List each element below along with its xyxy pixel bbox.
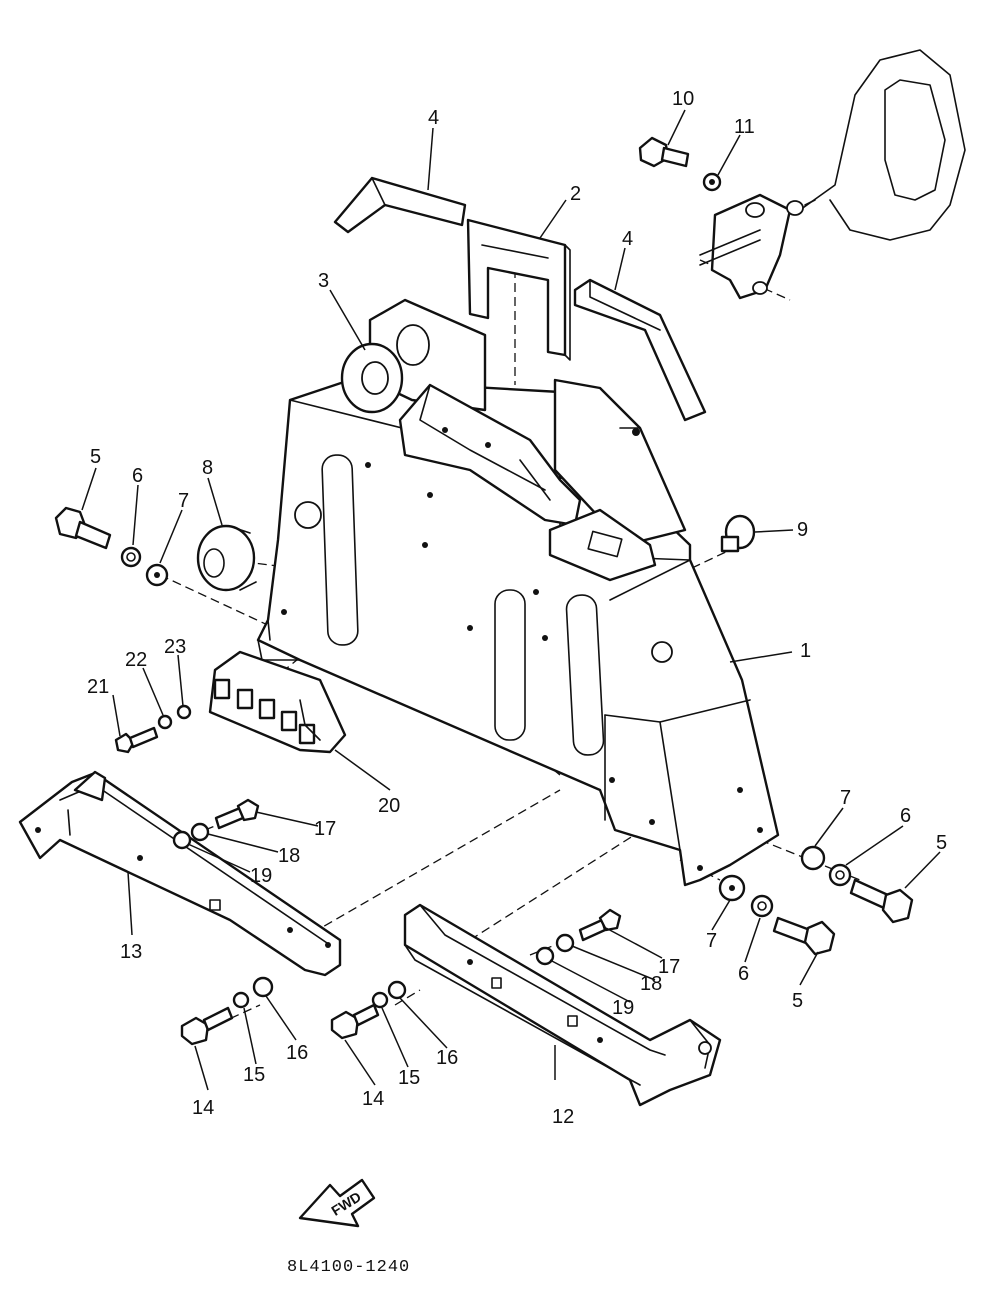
clip-part-2	[466, 218, 571, 361]
rail-part-13	[18, 770, 342, 977]
rail-part-12	[403, 903, 722, 1107]
callout-15-left: 15	[243, 1064, 265, 1086]
washer-part-6-left	[120, 546, 142, 568]
nut-part-16-right	[387, 980, 407, 1000]
washer-part-15-right	[371, 991, 389, 1009]
terminal-block-part-20	[208, 650, 347, 754]
callout-2: 2	[570, 183, 581, 205]
callout-16-right: 16	[436, 1047, 458, 1069]
callout-11: 11	[734, 116, 755, 138]
callout-22: 22	[125, 649, 147, 671]
pad-part-4-left	[333, 176, 467, 234]
washer-part-7-left	[145, 563, 169, 587]
nut-part-16-left	[252, 976, 274, 998]
grommet-part-3	[340, 342, 404, 414]
callout-1: 1	[800, 640, 811, 662]
callout-5-right-upper: 5	[936, 832, 947, 854]
callout-6-right-upper: 6	[900, 805, 911, 827]
washer-part-15-left	[232, 991, 250, 1009]
bolt-part-14-right	[330, 1003, 380, 1040]
callout-4-left: 4	[428, 107, 439, 129]
bolt-part-5-left	[54, 506, 112, 550]
bolt-part-5-right-upper	[849, 878, 914, 924]
washer-part-11	[702, 172, 722, 192]
callout-13: 13	[120, 941, 142, 963]
callout-15-right: 15	[398, 1067, 420, 1089]
tiller-handle-assembly	[699, 49, 966, 300]
swivel-bracket-part-1	[256, 298, 780, 887]
washer-part-7-right-upper	[800, 845, 826, 871]
callout-17-right: 17	[658, 956, 680, 978]
callout-16-left: 16	[286, 1042, 308, 1064]
callout-7-right-upper: 7	[840, 787, 851, 809]
washer-part-6-right-lower	[750, 894, 774, 918]
screw-part-17-right	[578, 908, 622, 942]
bolt-part-14-left	[180, 1006, 234, 1046]
grommet-part-8	[196, 524, 257, 592]
callout-3: 3	[318, 270, 329, 292]
callout-10: 10	[672, 88, 694, 110]
callout-6-right-lower: 6	[738, 963, 749, 985]
washer-part-18-right	[555, 933, 575, 953]
callout-7-right-lower: 7	[706, 930, 717, 952]
callout-19-right: 19	[612, 997, 634, 1019]
washer-part-19-left	[172, 830, 192, 850]
callout-labels: 1 2 3 4 4 5 5 5 6 6 6 7 7 7 8 9 10 11 12…	[87, 88, 947, 1128]
callout-8: 8	[202, 457, 213, 479]
bushing-part-9	[720, 514, 756, 553]
callout-19-left: 19	[250, 865, 272, 887]
screw-part-17-left	[214, 798, 260, 830]
callout-4-right: 4	[622, 228, 633, 250]
washer-part-18-left	[190, 822, 210, 842]
forward-direction-arrow-icon: FWD	[298, 1178, 376, 1228]
callout-18-right: 18	[640, 973, 662, 995]
callout-20: 20	[378, 795, 400, 817]
pad-part-4-right	[573, 278, 707, 422]
callout-7-left: 7	[178, 490, 189, 512]
callout-leader-lines	[81, 109, 941, 1091]
callout-14-left: 14	[192, 1097, 214, 1119]
washer-part-7-right-lower	[718, 874, 746, 902]
washer-part-6-right-upper	[828, 863, 852, 887]
bolt-part-10	[638, 136, 690, 168]
washer-part-23	[176, 704, 192, 720]
bolt-part-5-right-lower	[772, 916, 836, 956]
callout-21: 21	[87, 676, 109, 698]
callout-9: 9	[797, 519, 808, 541]
callout-6-left: 6	[132, 465, 143, 487]
catalog-code: 8L4100-1240	[287, 1258, 410, 1277]
washer-part-22	[157, 714, 173, 730]
washer-part-19-right	[535, 946, 555, 966]
callout-23: 23	[164, 636, 186, 658]
callout-5-right-lower: 5	[792, 990, 803, 1012]
screw-part-21	[114, 726, 159, 754]
callout-5-left: 5	[90, 446, 101, 468]
callout-17-left: 17	[314, 818, 336, 840]
callout-12: 12	[552, 1106, 574, 1128]
callout-18-left: 18	[278, 845, 300, 867]
callout-14-right: 14	[362, 1088, 384, 1110]
